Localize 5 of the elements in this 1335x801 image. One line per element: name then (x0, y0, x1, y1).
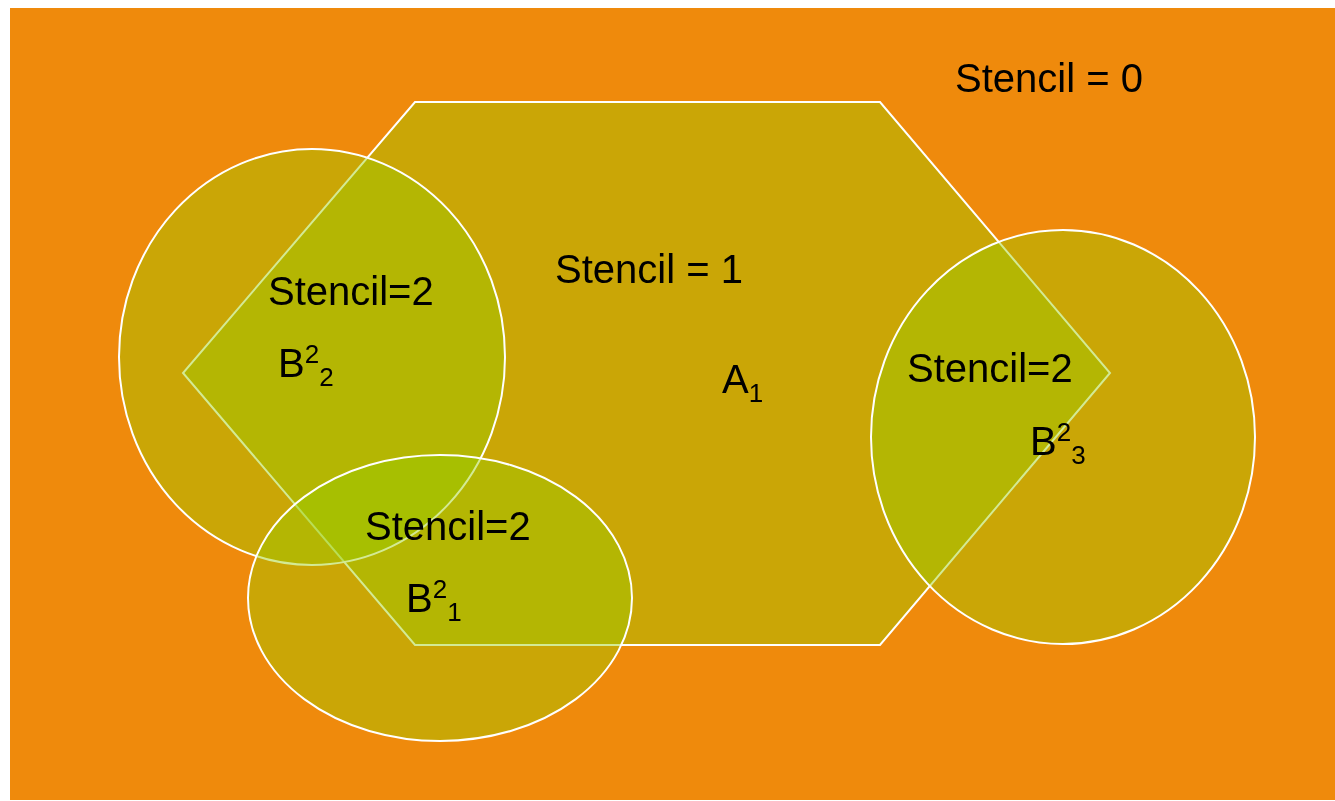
stencil-value-label: Stencil=2 (268, 268, 434, 314)
stencil-value-label: Stencil = 0 (955, 55, 1143, 101)
region-name-label: A$_{1}$ (722, 356, 764, 402)
stencil-value-label: Stencil = 1 (555, 246, 743, 292)
stencil-value-label: Stencil=2 (907, 345, 1073, 391)
